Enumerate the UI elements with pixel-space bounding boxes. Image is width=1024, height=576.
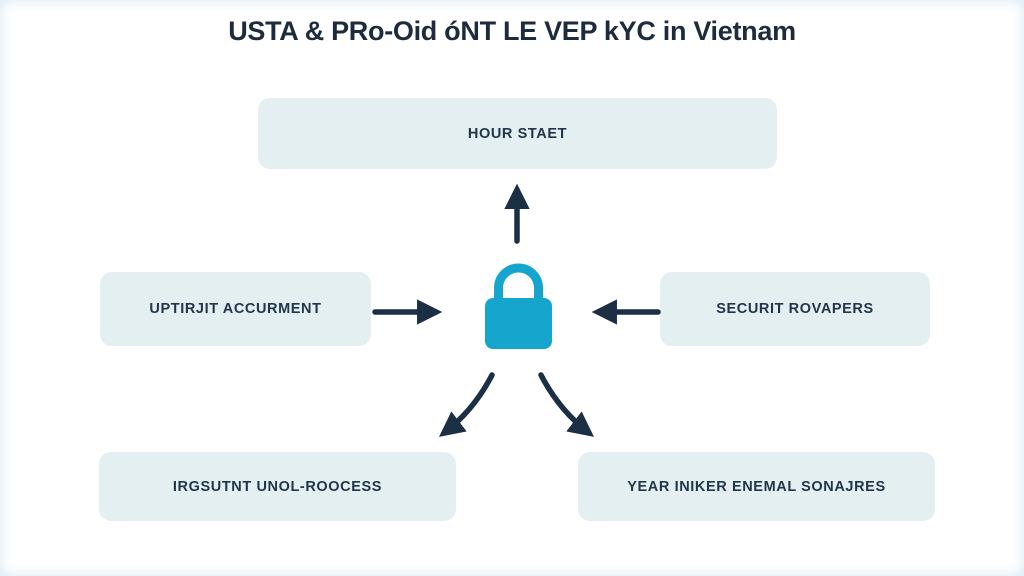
node-bottom-left: IRGSUTNT UNOL-ROOCESS	[99, 452, 456, 521]
node-right-label: SECURIT ROVAPERS	[716, 301, 874, 317]
node-top-label: HOUR STAET	[467, 125, 568, 142]
node-left: UPTIRJIT ACCURMENT	[100, 272, 371, 346]
node-bottom-right-label: YEAR INIKER ENEMAL SONAJRES	[627, 478, 886, 495]
node-bottom-right: YEAR INIKER ENEMAL SONAJRES	[578, 452, 935, 521]
node-top: HOUR STAET	[258, 98, 777, 169]
node-bottom-left-label: IRGSUTNT UNOL-ROOCESS	[172, 478, 383, 495]
arrow-lock-to-bottom-right	[538, 372, 595, 437]
node-left-label: UPTIRJIT ACCURMENT	[149, 301, 322, 317]
lock-icon	[485, 263, 552, 349]
node-right: SECURIT ROVAPERS	[660, 272, 930, 346]
page-title: USTA & PRo-Oid óNT LE VEP kYC in Vietnam	[228, 16, 796, 46]
arrow-lock-to-bottom-left	[438, 372, 495, 437]
